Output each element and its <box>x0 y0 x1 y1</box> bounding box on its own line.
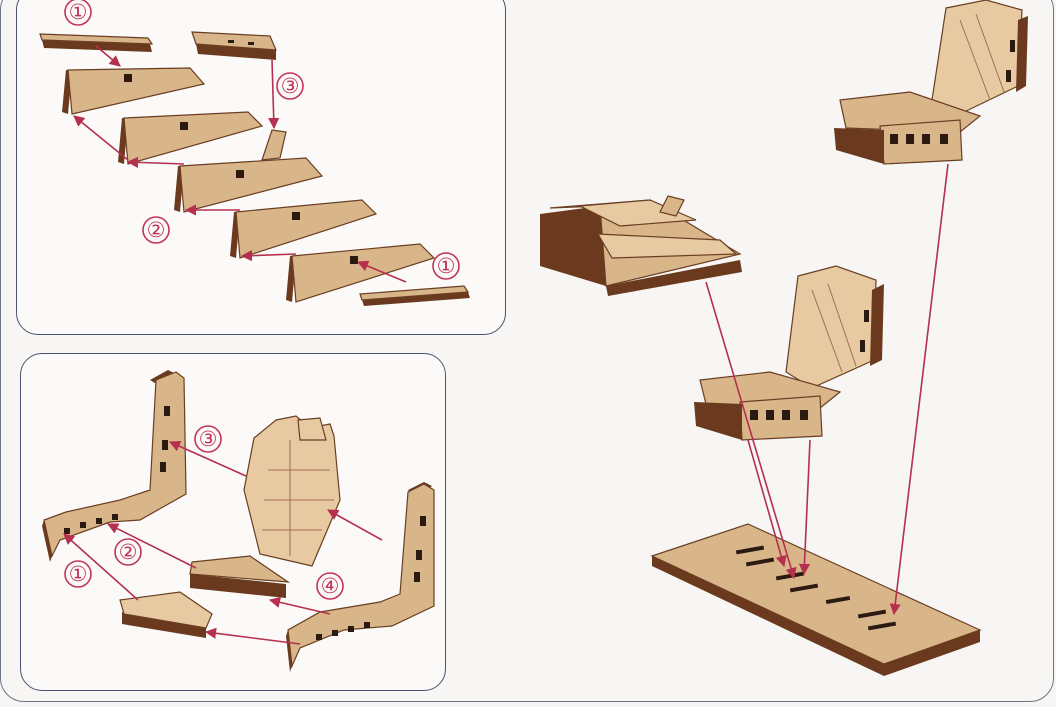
step-label-b3: ③ <box>194 425 222 453</box>
svg-text:④: ④ <box>321 574 340 598</box>
frame-layer-1 <box>62 67 206 115</box>
svg-text:②: ② <box>119 540 138 564</box>
base-board <box>650 523 982 676</box>
panel-a-parts: ① ③ ② ① <box>39 0 470 306</box>
step-label-b4: ④ <box>316 572 344 600</box>
svg-text:①: ① <box>69 562 88 586</box>
frame-layer-3 <box>174 129 324 213</box>
seat-middle <box>694 265 884 441</box>
step-label-a1-top: ① <box>64 0 92 26</box>
frame-layer-2 <box>118 111 264 165</box>
svg-text:①: ① <box>437 254 456 278</box>
step-label-b1: ① <box>64 560 92 588</box>
console-block <box>540 195 742 296</box>
console-plate-top <box>191 31 277 60</box>
svg-text:①: ① <box>69 0 88 24</box>
small-plate-bottom <box>359 285 470 306</box>
seat-side-right <box>286 482 435 672</box>
svg-text:③: ③ <box>199 427 218 451</box>
step-label-a2: ② <box>142 216 170 244</box>
small-plate-top <box>39 33 154 52</box>
seat-base-plate <box>119 591 213 638</box>
seat-cushion <box>189 555 291 598</box>
frame-layer-5 <box>286 243 436 303</box>
panel-b-parts: ③ ② ④ ① <box>42 370 435 672</box>
seat-side-left <box>42 370 187 562</box>
step-label-a3: ③ <box>276 72 304 100</box>
seat-upper <box>834 0 1028 165</box>
step-label-b2: ② <box>114 538 142 566</box>
svg-text:②: ② <box>147 218 166 242</box>
final-assembly <box>540 0 1028 676</box>
frame-layer-4 <box>230 199 378 259</box>
step-label-a1-bottom: ① <box>432 252 460 280</box>
svg-text:③: ③ <box>281 74 300 98</box>
seat-backrest <box>243 415 341 567</box>
